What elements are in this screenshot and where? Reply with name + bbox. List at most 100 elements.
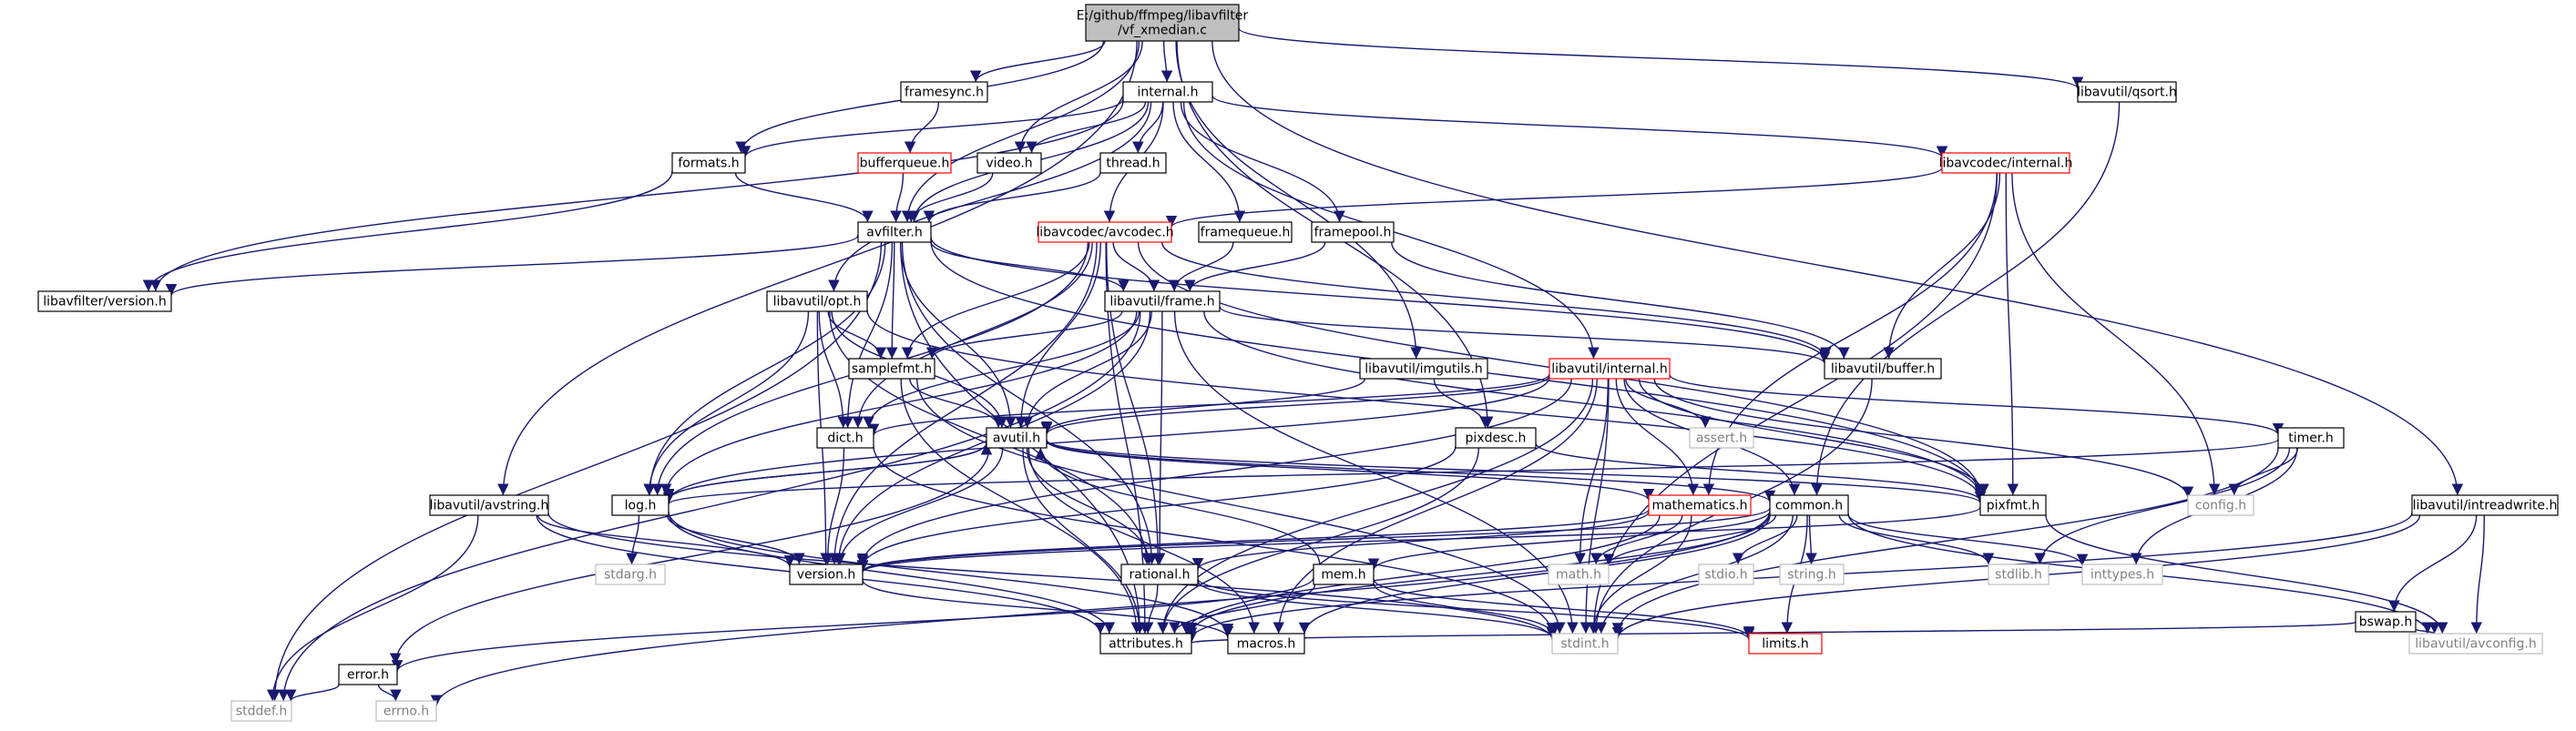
edge-pixdesc_h-to-pixfmt_h xyxy=(1535,442,1987,502)
node-libavutil_frame_h[interactable]: libavutil/frame.h xyxy=(1104,290,1221,312)
node-box-stdint_h xyxy=(1551,633,1619,655)
node-assert_h: assert.h xyxy=(1689,427,1754,449)
node-label-libavcodec_internal_h: libavcodec/internal.h xyxy=(1939,157,2073,171)
node-box-thread_h xyxy=(1099,152,1167,174)
node-libavutil_intreadwrite_h[interactable]: libavutil/intreadwrite.h xyxy=(2411,494,2559,516)
node-label-libavutil_opt_h: libavutil/opt.h xyxy=(773,295,862,310)
edge-samplefmt_h-to-attributes_h xyxy=(900,378,1143,635)
edge-timer_h-to-config_h xyxy=(2228,447,2298,496)
edge-framepool_h-to-libavutil_frame_h xyxy=(1184,241,1326,292)
node-libavutil_internal_h[interactable]: libavutil/internal.h xyxy=(1549,358,1671,380)
edge-samplefmt_h-to-stdint_h xyxy=(916,378,1566,635)
node-libavutil_imgutils_h[interactable]: libavutil/imgutils.h xyxy=(1359,358,1488,380)
node-error_h[interactable]: error.h xyxy=(338,664,398,685)
node-box-libavutil_avstring_h xyxy=(429,494,549,516)
node-log_h[interactable]: log.h xyxy=(611,494,670,516)
node-common_h[interactable]: common.h xyxy=(1769,494,1849,516)
node-label-inttypes_h: inttypes.h xyxy=(2090,568,2154,583)
edge-rational_h-to-stdint_h xyxy=(1197,580,1559,639)
node-macros_h[interactable]: macros.h xyxy=(1227,633,1305,655)
node-label-video_h: video.h xyxy=(986,157,1032,171)
node-version_h[interactable]: version.h xyxy=(789,563,864,585)
edge-libavutil_opt_h-to-pixfmt_h xyxy=(866,310,1987,500)
node-bswap_h[interactable]: bswap.h xyxy=(2355,611,2417,633)
edge-common_h-to-mem_h xyxy=(1367,511,1771,571)
node-label-libavutil_avconfig_h: libavutil/avconfig.h xyxy=(2415,637,2536,652)
edge-layer xyxy=(142,27,2485,707)
edge-libavutil_imgutils_h-to-avutil_h xyxy=(1040,378,1365,433)
node-label-errno_h: errno.h xyxy=(383,705,429,719)
node-label-error_h: error.h xyxy=(347,668,389,683)
edge-dict_h-to-version_h xyxy=(822,447,845,565)
node-formats_h[interactable]: formats.h xyxy=(671,152,746,174)
edge-libavcodec_internal_h-to-libavcodec_avcodec_h xyxy=(1166,167,1943,228)
node-attributes_h[interactable]: attributes.h xyxy=(1099,633,1192,655)
node-framequeue_h[interactable]: framequeue.h xyxy=(1198,221,1293,243)
edge-root-to-libavutil_avstring_h xyxy=(497,40,1138,496)
node-rational_h[interactable]: rational.h xyxy=(1120,563,1199,585)
edge-root-to-internal_h xyxy=(1160,40,1173,83)
node-samplefmt_h[interactable]: samplefmt.h xyxy=(848,358,935,380)
node-label-pixdesc_h: pixdesc.h xyxy=(1466,431,1527,446)
node-box-dict_h xyxy=(816,427,874,449)
edge-timer_h-to-log_h xyxy=(663,438,2279,505)
edge-bswap_h-to-libavutil_avconfig_h xyxy=(2415,622,2440,635)
node-errno_h: errno.h xyxy=(375,700,437,722)
node-stdarg_h: stdarg.h xyxy=(595,563,666,585)
edge-pixfmt_h-to-version_h xyxy=(857,506,1981,574)
node-box-libavutil_buffer_h xyxy=(1824,358,1942,380)
node-label-libavutil_internal_h: libavutil/internal.h xyxy=(1551,362,1667,377)
node-libavcodec_avcodec_h[interactable]: libavcodec/avcodec.h xyxy=(1036,221,1174,243)
node-box-framequeue_h xyxy=(1198,221,1293,243)
node-string_h: string.h xyxy=(1779,563,1845,585)
node-label-attributes_h: attributes.h xyxy=(1109,637,1183,652)
node-avutil_h[interactable]: avutil.h xyxy=(986,427,1048,449)
node-limits_h[interactable]: limits.h xyxy=(1748,633,1823,655)
edge-libavutil_intreadwrite_h-to-bswap_h xyxy=(2388,514,2478,613)
node-framesync_h[interactable]: framesync.h xyxy=(900,81,988,103)
edge-avfilter_h-to-libavutil_buffer_h xyxy=(930,237,1831,361)
edge-rational_h-to-limits_h xyxy=(1197,578,1755,640)
node-label-libavutil_qsort_h: libavutil/qsort.h xyxy=(2077,86,2177,100)
node-libavutil_opt_h[interactable]: libavutil/opt.h xyxy=(766,290,868,312)
node-libavfilter_version_h[interactable]: libavfilter/version.h xyxy=(37,290,172,312)
edge-libavutil_internal_h-to-version_h xyxy=(856,378,1572,565)
node-avfilter_h[interactable]: avfilter.h xyxy=(857,221,932,243)
edge-mem_h-to-limits_h xyxy=(1373,578,1755,638)
edge-libavutil_internal_h-to-attributes_h xyxy=(1157,378,1594,635)
node-thread_h[interactable]: thread.h xyxy=(1099,152,1167,174)
node-box-libavutil_imgutils_h xyxy=(1359,358,1488,380)
edge-error_h-to-errno_h xyxy=(377,684,402,702)
node-libavutil_qsort_h[interactable]: libavutil/qsort.h xyxy=(2077,81,2177,103)
node-box-bufferqueue_h xyxy=(857,152,952,174)
edge-libavutil_internal_h-to-stdint_h xyxy=(1579,378,1610,635)
node-libavutil_avstring_h[interactable]: libavutil/avstring.h xyxy=(429,494,549,516)
node-pixfmt_h[interactable]: pixfmt.h xyxy=(1979,494,2047,516)
node-label-libavfilter_version_h: libavfilter/version.h xyxy=(43,295,166,310)
node-dict_h[interactable]: dict.h xyxy=(816,427,874,449)
node-label-math_h: math.h xyxy=(1556,568,1601,583)
edge-rational_h-to-attributes_h xyxy=(1141,584,1159,635)
node-video_h[interactable]: video.h xyxy=(976,152,1042,174)
node-internal_h[interactable]: internal.h xyxy=(1122,81,1213,103)
edge-mem_h-to-attributes_h xyxy=(1169,584,1316,635)
node-libavcodec_internal_h[interactable]: libavcodec/internal.h xyxy=(1939,152,2073,174)
edge-libavutil_frame_h-to-log_h xyxy=(659,310,1138,496)
node-mathematics_h[interactable]: mathematics.h xyxy=(1648,494,1752,516)
node-root: E:/github/ffmpeg/libavfilter/vf_xmedian.… xyxy=(1077,4,1248,42)
node-label-pixfmt_h: pixfmt.h xyxy=(1987,499,2039,513)
node-timer_h[interactable]: timer.h xyxy=(2277,427,2345,449)
edge-libavutil_frame_h-to-libavutil_buffer_h xyxy=(1219,306,1831,364)
node-box-bswap_h xyxy=(2355,611,2417,633)
edge-framesync_h-to-bufferqueue_h xyxy=(904,101,940,154)
node-framepool_h[interactable]: framepool.h xyxy=(1311,221,1395,243)
node-bufferqueue_h[interactable]: bufferqueue.h xyxy=(857,152,952,174)
edge-libavutil_avstring_h-to-stdint_h xyxy=(547,513,1559,640)
node-pixdesc_h[interactable]: pixdesc.h xyxy=(1455,427,1537,449)
node-box-limits_h xyxy=(1748,633,1823,655)
node-mem_h[interactable]: mem.h xyxy=(1313,563,1375,585)
edge-bufferqueue_h-to-avfilter_h xyxy=(890,172,905,223)
node-libavutil_buffer_h[interactable]: libavutil/buffer.h xyxy=(1824,358,1942,380)
edge-libavcodec_avcodec_h-to-libavutil_buffer_h xyxy=(1160,241,1832,360)
